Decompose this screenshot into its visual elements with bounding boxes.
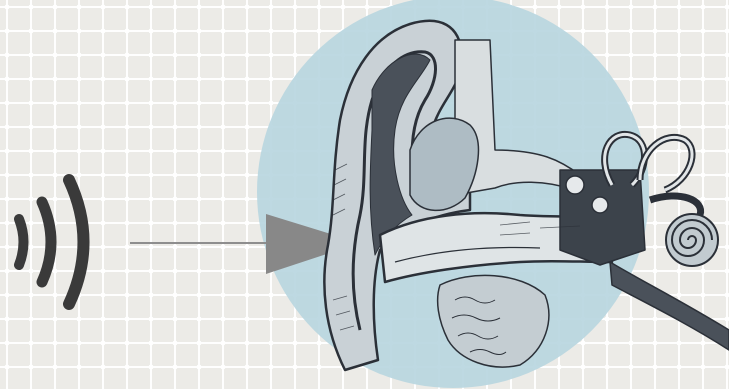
ossicle-malleus — [566, 176, 584, 194]
sound-waves-icon — [19, 180, 84, 304]
sound-wave-large — [69, 180, 84, 304]
ossicle-incus — [592, 197, 608, 213]
sound-wave-medium — [42, 202, 51, 282]
sound-wave-small — [19, 219, 24, 265]
cochlea — [666, 214, 718, 266]
eustachian-tube — [610, 262, 729, 350]
